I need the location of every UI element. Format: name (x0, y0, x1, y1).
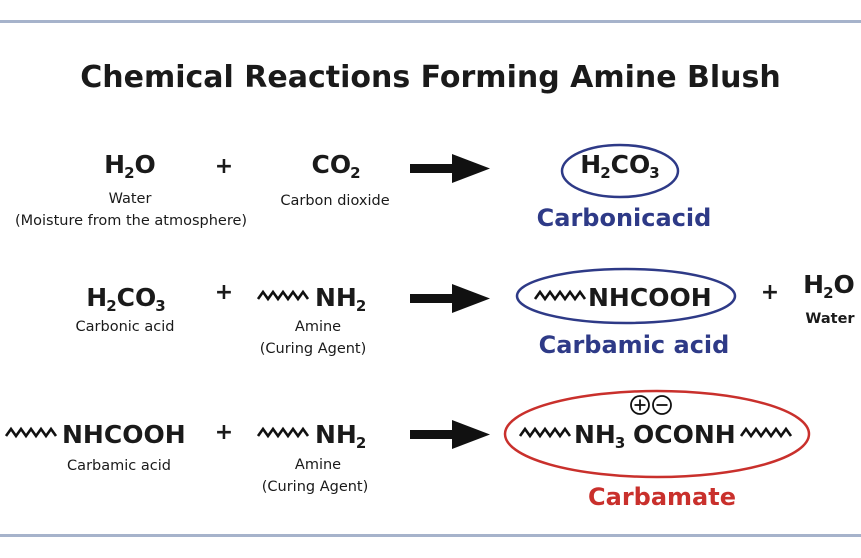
r2-amine-sublabel: (Curing Agent) (259, 341, 367, 357)
r1-co2-formula: CO2 (311, 150, 361, 182)
bottom-rule (0, 534, 861, 537)
r3-product-nh3: NH3 (574, 420, 626, 452)
r2-plus: + (214, 280, 234, 305)
r1-product-formula: H2CO3 (580, 150, 660, 182)
r1-product-name: Carbonicacid (536, 204, 712, 232)
r1-water-formula: H2O (104, 150, 156, 182)
r3-arrow (410, 420, 490, 449)
negative-charge-icon (652, 395, 672, 415)
r3-carbamic-formula: NHCOOH (62, 420, 186, 449)
positive-charge-icon (630, 395, 650, 415)
r1-arrow (410, 154, 490, 183)
r3-carbamic-chain (4, 426, 58, 439)
r2-product-chain (533, 289, 587, 302)
r3-carbamic-label: Carbamic acid (67, 458, 171, 474)
r2-amine-label: Amine (294, 319, 342, 335)
r2-product-formula: NHCOOH (588, 283, 712, 312)
top-rule (0, 20, 861, 23)
r2-amine-chain (256, 289, 310, 302)
r3-amine-label: Amine (294, 457, 342, 473)
r3-plus: + (214, 420, 234, 445)
r2-carbonic-formula: H2CO3 (86, 283, 166, 315)
r1-water-label: Water (108, 191, 152, 207)
r3-amine-chain (256, 426, 310, 439)
r1-plus: + (214, 154, 234, 179)
r2-carbonic-label: Carbonic acid (75, 319, 175, 335)
r2-product-name: Carbamic acid (538, 331, 730, 359)
r3-product-ellipse (503, 389, 811, 479)
r2-product-ellipse (515, 267, 737, 325)
r3-product-chain-right (739, 426, 793, 439)
r3-amine-sublabel: (Curing Agent) (261, 479, 369, 495)
r3-product-chain-left (518, 426, 572, 439)
r2-amine-formula: NH2 (315, 283, 367, 315)
diagram-title: Chemical Reactions Forming Amine Blush (80, 60, 781, 95)
r2-plus-2: + (760, 280, 780, 305)
r1-water-sublabel: (Moisture from the atmosphere) (14, 213, 248, 229)
r3-amine-formula: NH2 (315, 420, 367, 452)
r1-co2-label: Carbon dioxide (280, 193, 390, 209)
r3-product-name: Carbamate (588, 483, 736, 511)
r2-arrow (410, 284, 490, 313)
r1-product-ellipse (560, 143, 680, 199)
r3-product-oconh: OCONH (633, 420, 736, 449)
r2-water-formula: H2O (803, 270, 855, 302)
r2-water-label: Water (805, 311, 855, 327)
